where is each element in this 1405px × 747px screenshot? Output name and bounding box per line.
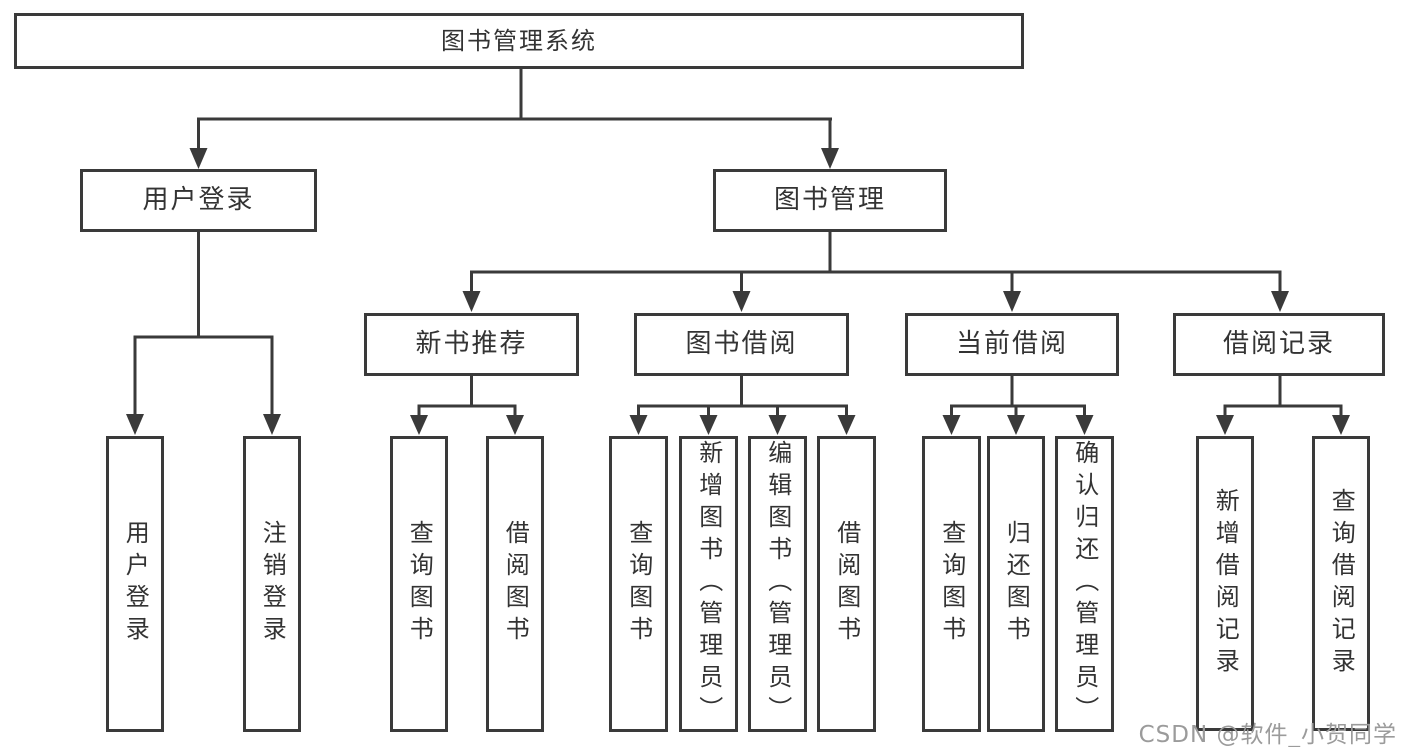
node-root: 图书管理系统 — [14, 13, 1024, 69]
node-root-label: 图书管理系统 — [441, 26, 597, 55]
node-leaf-edit-book-label: 编辑图书（管理员） — [763, 440, 792, 728]
node-leaf-query-book-borrow-label: 查询图书 — [624, 520, 653, 648]
node-leaf-logout-label: 注销登录 — [258, 520, 287, 648]
node-leaf-add-borrow-record-label: 新增借阅记录 — [1211, 487, 1240, 680]
node-leaf-add-book-label: 新增图书（管理员） — [694, 440, 723, 728]
node-leaf-query-borrow-record-label: 查询借阅记录 — [1327, 487, 1356, 680]
node-book-management: 图书管理 — [713, 169, 947, 232]
node-leaf-query-book-current-label: 查询图书 — [937, 520, 966, 648]
node-leaf-user-login-label: 用户登录 — [121, 520, 150, 648]
node-borrow-record-label: 借阅记录 — [1222, 329, 1335, 360]
node-user-login-label: 用户登录 — [142, 185, 255, 216]
node-leaf-borrow-book-newrec: 借阅图书 — [486, 436, 544, 732]
node-leaf-query-borrow-record: 查询借阅记录 — [1312, 436, 1370, 731]
node-leaf-confirm-return: 确认归还（管理员） — [1055, 436, 1114, 732]
node-leaf-query-book-newrec-label: 查询图书 — [405, 520, 434, 648]
node-leaf-query-book-current: 查询图书 — [922, 436, 981, 732]
node-leaf-confirm-return-label: 确认归还（管理员） — [1070, 440, 1099, 728]
watermark-text: CSDN @软件_小贺同学 — [1138, 722, 1397, 747]
node-user-login: 用户登录 — [80, 169, 317, 232]
node-leaf-query-book-newrec: 查询图书 — [390, 436, 448, 732]
node-new-book-recommend-label: 新书推荐 — [415, 329, 528, 360]
node-leaf-add-book: 新增图书（管理员） — [679, 436, 738, 732]
node-borrow-record: 借阅记录 — [1173, 313, 1385, 376]
node-book-borrow-label: 图书借阅 — [685, 329, 798, 360]
node-current-borrow: 当前借阅 — [905, 313, 1119, 376]
node-leaf-return-book: 归还图书 — [987, 436, 1045, 732]
node-leaf-return-book-label: 归还图书 — [1002, 520, 1031, 648]
node-leaf-borrow-book-borrow-label: 借阅图书 — [832, 520, 861, 648]
node-leaf-edit-book: 编辑图书（管理员） — [748, 436, 807, 732]
node-book-management-label: 图书管理 — [773, 185, 886, 216]
node-leaf-logout: 注销登录 — [243, 436, 301, 732]
node-leaf-add-borrow-record: 新增借阅记录 — [1196, 436, 1254, 731]
node-leaf-user-login: 用户登录 — [106, 436, 164, 732]
node-current-borrow-label: 当前借阅 — [955, 329, 1068, 360]
node-leaf-borrow-book-borrow: 借阅图书 — [817, 436, 876, 732]
node-new-book-recommend: 新书推荐 — [364, 313, 579, 376]
node-book-borrow: 图书借阅 — [634, 313, 849, 376]
node-leaf-borrow-book-newrec-label: 借阅图书 — [501, 520, 530, 648]
node-leaf-query-book-borrow: 查询图书 — [609, 436, 668, 732]
